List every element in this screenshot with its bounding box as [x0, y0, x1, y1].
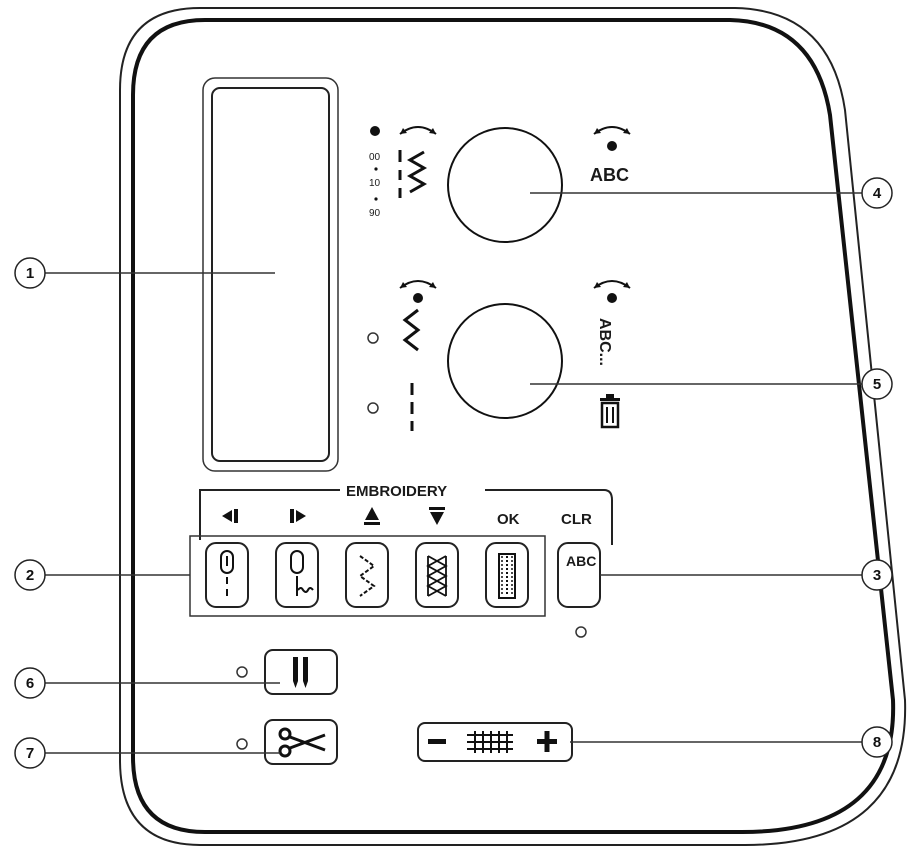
svg-text:3: 3: [873, 567, 881, 584]
ok-label: OK: [497, 511, 520, 528]
svg-text:5: 5: [873, 376, 881, 393]
basting-icon: [290, 550, 314, 596]
panel-outer-border: [119, 7, 907, 846]
scale-10: 10: [369, 178, 381, 189]
callout-lines: [45, 192, 862, 754]
stitch-button-group: [189, 535, 546, 617]
indicator-led: [236, 666, 248, 678]
trash-icon: [600, 394, 620, 429]
display-frame: [202, 77, 339, 472]
nav-down-icon: [429, 507, 445, 525]
indicator-dot-filled: [370, 126, 380, 136]
twin-needle-icon: [293, 657, 308, 688]
zigzag-icon: [358, 555, 376, 597]
stitch-button-1[interactable]: [205, 542, 249, 608]
callout-7: 7: [14, 737, 46, 769]
embroidery-label: EMBROIDERY: [346, 483, 447, 500]
svg-text:4: 4: [873, 185, 882, 202]
needle-stop-icon: [220, 550, 234, 596]
embroidery-bracket: [199, 489, 613, 545]
callout-2: 2: [14, 559, 46, 591]
stitch-button-2[interactable]: [275, 542, 319, 608]
stitch-width-icon: [398, 150, 428, 198]
lower-dial-label: ABC...: [596, 318, 613, 366]
nav-prev-icon: [222, 509, 238, 523]
stitch-button-4[interactable]: [415, 542, 459, 608]
upper-dial-label: ABC: [590, 165, 629, 185]
buttonhole-icon: [498, 553, 516, 599]
indicator-led: [367, 402, 379, 414]
stitch-density-control[interactable]: [417, 722, 573, 762]
lower-dial[interactable]: [447, 303, 563, 419]
scale-90: 90: [369, 208, 381, 219]
scissors-button[interactable]: [264, 719, 338, 765]
minus-icon[interactable]: [428, 739, 446, 744]
indicator-dot-filled: [607, 293, 617, 303]
display-screen: [211, 87, 330, 462]
triple-zigzag-icon: [426, 555, 448, 597]
zigzag-length-icon: [402, 308, 421, 352]
callout-6: 6: [14, 667, 46, 699]
panel-inner-border: [131, 18, 896, 834]
indicator-dot-filled: [413, 293, 423, 303]
stitch-button-3[interactable]: [345, 542, 389, 608]
indicator-led: [575, 626, 587, 638]
indicator-led: [367, 332, 379, 344]
clr-label: CLR: [561, 511, 592, 528]
indicator-dot-filled: [607, 141, 617, 151]
indicator-led: [236, 738, 248, 750]
plus-icon[interactable]: [537, 731, 557, 752]
scissors-icon: [278, 727, 326, 758]
callout-4: 4: [861, 177, 893, 209]
stitch-button-5[interactable]: [485, 542, 529, 608]
svg-text:8: 8: [873, 734, 881, 751]
abc-button-label: ABC: [566, 553, 596, 569]
upper-dial[interactable]: [447, 127, 563, 243]
callout-3: 3: [861, 559, 893, 591]
svg-text:1: 1: [26, 265, 34, 282]
svg-text:2: 2: [26, 567, 34, 584]
nav-next-icon: [290, 509, 306, 523]
callout-1: 1: [14, 257, 46, 289]
scale-00: 00: [369, 152, 381, 163]
stitch-density-icon: [467, 731, 513, 753]
callout-5: 5: [861, 368, 893, 400]
callout-8: 8: [861, 726, 893, 758]
svg-text:6: 6: [26, 675, 34, 692]
nav-up-icon: [364, 507, 380, 525]
svg-text:7: 7: [26, 745, 34, 762]
twin-needle-button[interactable]: [264, 649, 338, 695]
abc-button[interactable]: ABC: [557, 542, 601, 608]
